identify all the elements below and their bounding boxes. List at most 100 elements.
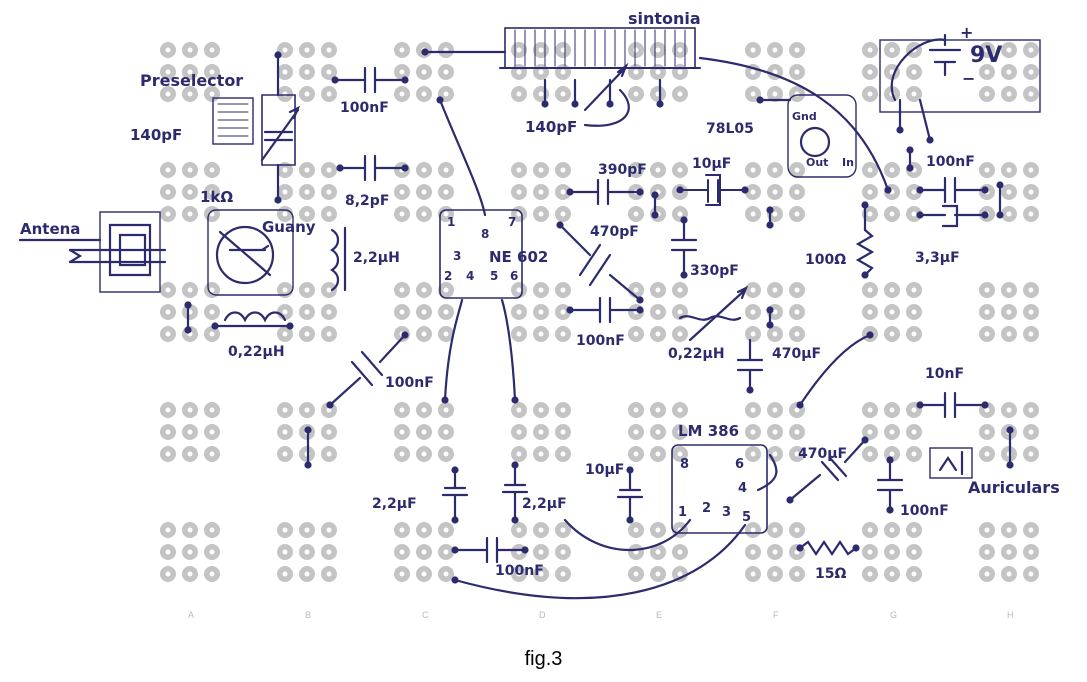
pad-hole <box>772 331 778 337</box>
solder-dot <box>861 201 869 209</box>
pad-hole <box>677 407 683 413</box>
pad-hole <box>282 407 288 413</box>
pad-hole <box>984 451 990 457</box>
pad-hole <box>633 451 639 457</box>
pad-hole <box>399 549 405 555</box>
pad-hole <box>750 451 756 457</box>
pad-hole <box>165 167 171 173</box>
pad-hole <box>209 47 215 53</box>
pad-hole <box>282 571 288 577</box>
pad-hole <box>421 549 427 555</box>
solder-dot <box>896 126 904 134</box>
inductor-2-2uh <box>329 228 340 292</box>
pad-hole <box>326 309 332 315</box>
pad-hole <box>187 167 193 173</box>
label-ne602-pin-3: 3 <box>453 249 461 263</box>
pad-hole <box>867 549 873 555</box>
pad-hole <box>421 527 427 533</box>
solder-dot <box>566 306 574 314</box>
column-letter: A <box>188 610 194 620</box>
pad-hole <box>304 571 310 577</box>
pad-hole <box>750 309 756 315</box>
pad-hole <box>560 549 566 555</box>
solder-dot <box>866 331 874 339</box>
label-antenna: Antena <box>20 220 80 238</box>
pad-hole <box>1006 287 1012 293</box>
pad-hole <box>538 211 544 217</box>
pad-hole <box>560 47 566 53</box>
solder-dot <box>274 51 282 59</box>
pad-hole <box>165 309 171 315</box>
pad-hole <box>538 527 544 533</box>
pad-hole <box>187 189 193 195</box>
pad-hole <box>282 69 288 75</box>
pad-hole <box>750 407 756 413</box>
label-ind-0-22uh-left: 0,22μH <box>228 344 285 360</box>
column-letter: D <box>539 610 546 620</box>
solder-dot <box>401 164 409 172</box>
solder-dot <box>981 186 989 194</box>
pad-block <box>394 162 454 222</box>
label-ne602-pin-6: 6 <box>510 269 518 283</box>
pad-hole <box>1006 527 1012 533</box>
pad-hole <box>750 211 756 217</box>
pad-hole <box>772 407 778 413</box>
labels: sintonia Preselector 100nF 140pF 140pF 7… <box>20 9 1060 582</box>
pad-hole <box>399 91 405 97</box>
label-battery-plus: + <box>960 23 973 42</box>
pad-hole <box>421 211 427 217</box>
pad-hole <box>443 527 449 533</box>
battery-9v <box>879 39 1041 113</box>
pad-block <box>277 282 337 342</box>
pad-hole <box>443 287 449 293</box>
label-cap-100nf-bottom: 100nF <box>495 563 544 579</box>
solder-dot <box>336 164 344 172</box>
pad-hole <box>516 287 522 293</box>
pad-hole <box>326 47 332 53</box>
pad-hole <box>889 549 895 555</box>
label-ne602-pin-5: 5 <box>490 269 498 283</box>
pad-hole <box>655 451 661 457</box>
pad-hole <box>655 47 661 53</box>
solder-dot <box>680 216 688 224</box>
pad-hole <box>655 287 661 293</box>
pad-hole <box>421 331 427 337</box>
pad-hole <box>421 451 427 457</box>
pad-hole <box>538 189 544 195</box>
label-cap-10uf-lm: 10μF <box>585 462 624 478</box>
solder-dot <box>331 76 339 84</box>
solder-dot <box>401 331 409 339</box>
pad-hole <box>399 571 405 577</box>
pad-hole <box>772 47 778 53</box>
pad-hole <box>1006 549 1012 555</box>
pad-hole <box>538 309 544 315</box>
pad-hole <box>633 331 639 337</box>
solder-dot <box>861 436 869 444</box>
pad-hole <box>538 407 544 413</box>
solder-dot <box>886 506 894 514</box>
solder-dot <box>441 396 449 404</box>
solder-dot <box>1006 461 1014 469</box>
label-ne602-pin-8: 8 <box>481 227 489 241</box>
solder-dot <box>766 221 774 229</box>
label-cap-470uf-lm: 470μF <box>798 446 847 462</box>
pad-hole <box>794 407 800 413</box>
pad-hole <box>794 429 800 435</box>
pad-block <box>745 522 805 582</box>
pad-hole <box>677 451 683 457</box>
column-letter: B <box>305 610 311 620</box>
solder-dot <box>636 306 644 314</box>
pad-hole <box>560 309 566 315</box>
pad-hole <box>443 167 449 173</box>
pad-hole <box>750 429 756 435</box>
pad-hole <box>516 331 522 337</box>
pad-hole <box>867 69 873 75</box>
pad-hole <box>421 309 427 315</box>
pad-block <box>745 402 805 462</box>
pad-hole <box>304 549 310 555</box>
pad-hole <box>984 167 990 173</box>
pad-hole <box>443 309 449 315</box>
label-res-100: 100Ω <box>805 252 846 268</box>
pad-hole <box>209 527 215 533</box>
pad-hole <box>165 91 171 97</box>
